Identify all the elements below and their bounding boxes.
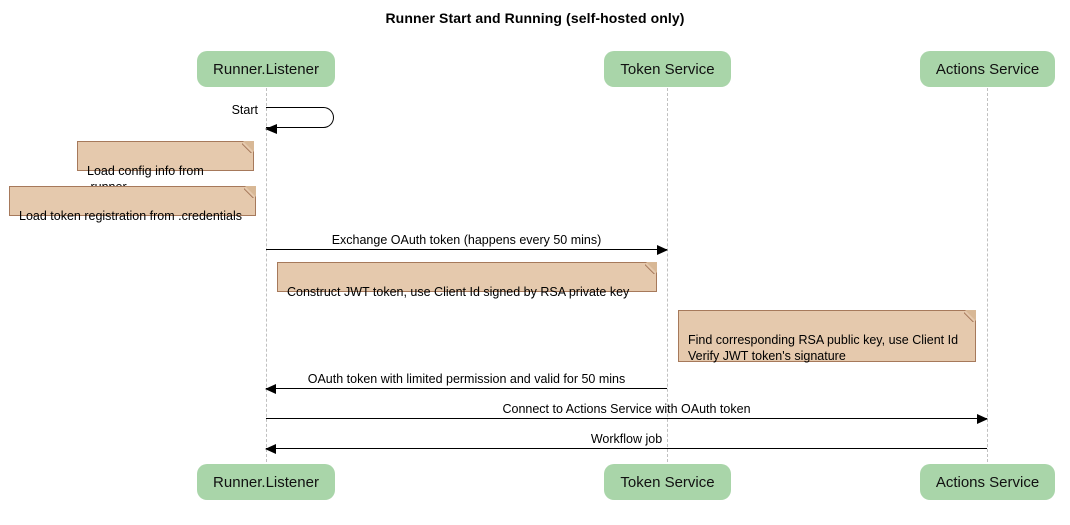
participant-token-top[interactable]: Token Service bbox=[604, 51, 731, 87]
message-label: OAuth token with limited permission and … bbox=[307, 372, 626, 386]
note-fold-edge-icon bbox=[244, 186, 256, 198]
participant-runner-bottom[interactable]: Runner.Listener bbox=[197, 464, 335, 500]
note-text: Find corresponding RSA public key, use C… bbox=[688, 333, 959, 363]
note-load-config: Load config info from .runner bbox=[77, 141, 254, 194]
participant-label: Actions Service bbox=[935, 60, 1040, 78]
arrow-head-right-icon bbox=[657, 245, 668, 255]
message-label: Workflow job bbox=[590, 432, 663, 446]
message-label: Exchange OAuth token (happens every 50 m… bbox=[331, 233, 602, 247]
message-line bbox=[266, 448, 987, 449]
participant-label: Token Service bbox=[620, 60, 715, 78]
message-connect-actions: Connect to Actions Service with OAuth to… bbox=[266, 397, 988, 424]
message-workflow-job: Workflow job bbox=[265, 427, 987, 454]
arrow-head-left-icon bbox=[265, 123, 277, 134]
note-fold-edge-icon bbox=[964, 310, 976, 322]
lifeline-token bbox=[667, 88, 668, 462]
participant-actions-top[interactable]: Actions Service bbox=[920, 51, 1055, 87]
arrow-head-left-icon bbox=[265, 384, 276, 394]
lifeline-actions bbox=[987, 88, 988, 462]
message-label: Connect to Actions Service with OAuth to… bbox=[502, 402, 751, 416]
message-line bbox=[266, 249, 667, 250]
note-verify-jwt: Find corresponding RSA public key, use C… bbox=[678, 310, 976, 363]
self-message-loop bbox=[266, 107, 334, 128]
lifeline-runner bbox=[266, 88, 267, 462]
note-text: Load token registration from .credential… bbox=[19, 209, 243, 223]
note-construct-jwt: Construct JWT token, use Client Id signe… bbox=[277, 262, 657, 299]
self-message-start bbox=[265, 107, 334, 134]
arrow-head-right-icon bbox=[977, 414, 988, 424]
message-oauth-token-return: OAuth token with limited permission and … bbox=[265, 367, 667, 394]
page-title: Runner Start and Running (self-hosted on… bbox=[385, 10, 685, 26]
participant-label: Token Service bbox=[620, 473, 715, 491]
message-exchange-oauth: Exchange OAuth token (happens every 50 m… bbox=[266, 228, 668, 255]
participant-token-bottom[interactable]: Token Service bbox=[604, 464, 731, 500]
note-text: Construct JWT token, use Client Id signe… bbox=[287, 285, 630, 299]
self-message-label-start: Start bbox=[231, 103, 258, 117]
participant-runner-top[interactable]: Runner.Listener bbox=[197, 51, 335, 87]
note-load-token-registration: Load token registration from .credential… bbox=[9, 186, 256, 223]
participant-label: Runner.Listener bbox=[213, 473, 319, 491]
participant-label: Actions Service bbox=[935, 473, 1040, 491]
participant-label: Runner.Listener bbox=[213, 60, 319, 78]
message-line bbox=[266, 418, 987, 419]
participant-actions-bottom[interactable]: Actions Service bbox=[920, 464, 1055, 500]
message-line bbox=[266, 388, 667, 389]
note-fold-edge-icon bbox=[645, 262, 657, 274]
note-fold-edge-icon bbox=[242, 141, 254, 153]
arrow-head-left-icon bbox=[265, 444, 276, 454]
